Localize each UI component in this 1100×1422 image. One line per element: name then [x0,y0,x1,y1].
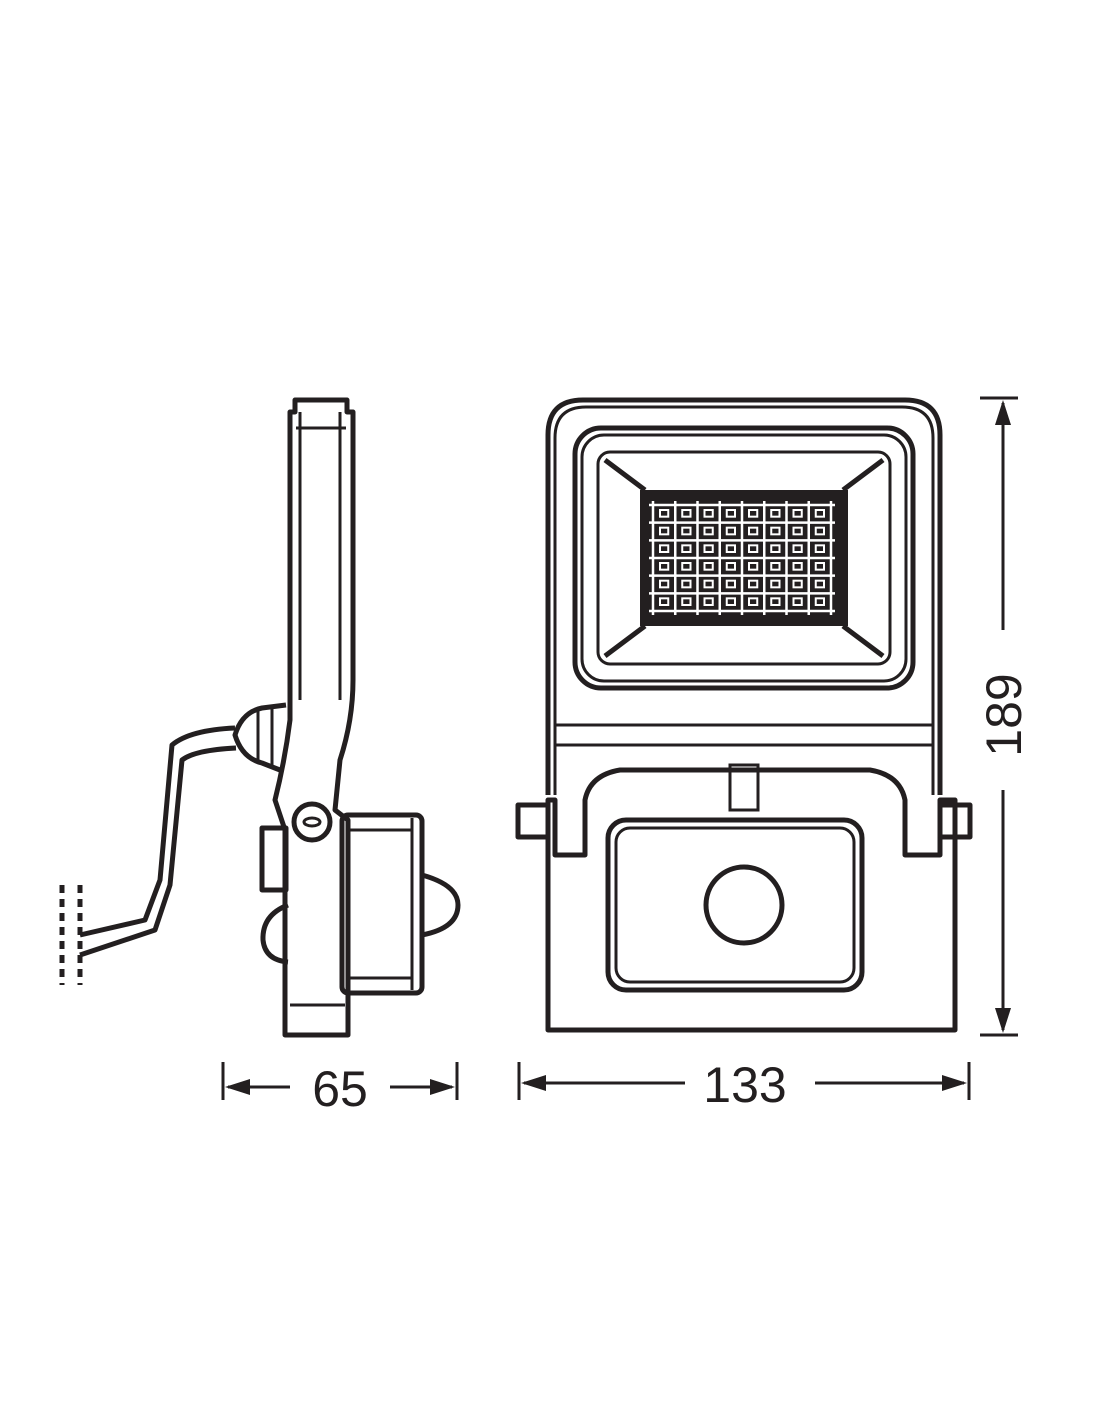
led-chip [814,526,825,536]
dimension-height: 189 [976,396,1032,1037]
led-chip [703,509,714,518]
led-chip [792,509,803,518]
led-chip [770,544,781,553]
led-chip [748,562,759,571]
led-chip [725,597,736,606]
cable-gland [232,702,287,773]
led-chip [681,562,692,571]
led-chip [703,579,714,589]
mounting-bracket [545,767,958,1033]
led-chip [659,562,670,571]
led-chip [814,597,825,606]
led-chip [725,579,736,589]
led-chip [725,526,736,536]
led-chip [725,562,736,571]
led-chip [770,597,781,606]
front-view [515,397,973,1033]
dimension-width: 133 [517,1057,971,1113]
led-chip [681,544,692,553]
side-view [59,397,461,1038]
led-chip [814,562,825,571]
led-chip [792,544,803,553]
led-chip [681,579,692,589]
front-housing [545,397,943,795]
led-chip [703,544,714,553]
led-chip [814,544,825,553]
led-chip [814,579,825,589]
led-chip [659,579,670,589]
bracket-post [728,763,760,812]
led-chip [748,544,759,553]
side-housing [272,397,356,1038]
side-bracket [259,825,289,893]
bracket-knob-right [937,802,973,840]
bracket-knob-left [515,802,551,840]
side-sensor-bump [260,902,289,965]
led-chip [703,562,714,571]
led-chip [770,562,781,571]
height-label: 189 [976,673,1032,756]
led-chip [792,597,803,606]
cable [79,725,237,958]
led-chip [703,597,714,606]
pir-lens-side [421,872,461,938]
led-chip [748,579,759,589]
hinge-screw [291,801,333,843]
sensor-housing [339,812,425,996]
led-chip [681,597,692,606]
led-chip [748,597,759,606]
led-chip [770,509,781,518]
led-chip [748,526,759,536]
led-grid [649,501,835,615]
led-chip [770,579,781,589]
front-frame [572,425,916,691]
led-chip [659,597,670,606]
led-chip [725,509,736,518]
sensor-window [605,817,865,993]
led-chip [659,509,670,518]
led-chip [725,544,736,553]
led-chip [748,509,759,518]
led-chip [814,509,825,518]
lens-area [596,450,892,666]
led-chip [770,526,781,536]
led-chip [792,579,803,589]
pir-sensor [703,864,785,946]
led-chip [659,526,670,536]
led-chip [681,526,692,536]
width-label: 133 [703,1057,786,1113]
dimension-depth: 65 [221,1061,459,1117]
led-chip [659,544,670,553]
led-chip [681,509,692,518]
depth-label: 65 [312,1061,368,1117]
led-chip [792,562,803,571]
led-chip [792,526,803,536]
led-chip [703,526,714,536]
